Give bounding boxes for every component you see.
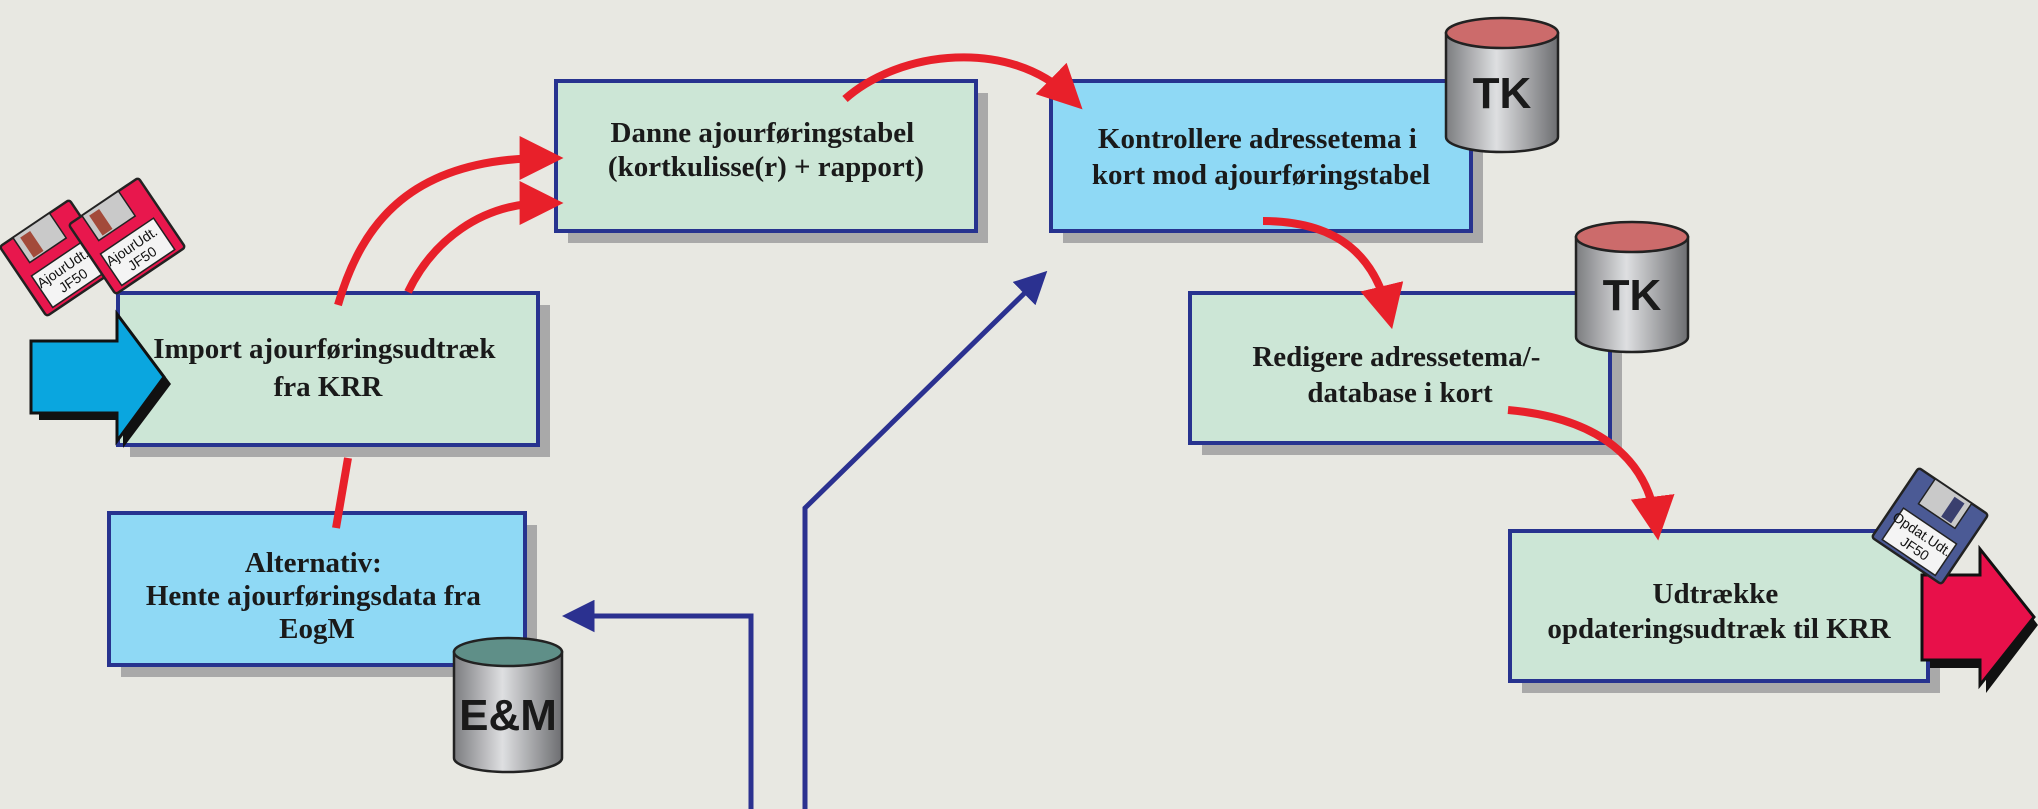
arrow-danne-to-kontrollere bbox=[842, 53, 1083, 110]
arrow-import-to-danne-2 bbox=[404, 181, 564, 294]
process-box-udtraekke: Udtrække opdateringsudtræk til KRR bbox=[1508, 529, 1940, 693]
arrow-kontrollere-to-redigere bbox=[1262, 217, 1404, 330]
floppy-disk-ajour-front: AjourUdt. JF50 bbox=[68, 177, 186, 295]
navy-line-to-alternativ bbox=[562, 599, 754, 809]
database-cylinder-icon: TK bbox=[1473, 69, 1532, 118]
process-box-alternativ: Alternativ: Hente ajourføringsdata fra E… bbox=[107, 511, 537, 677]
process-box-kontrollere: Kontrollere adressetema i kort mod ajour… bbox=[1049, 79, 1483, 243]
red-flow-arrows bbox=[332, 53, 1675, 541]
arrow-import-to-danne-1 bbox=[334, 136, 564, 307]
input-arrow-icon bbox=[29, 309, 171, 448]
arrow-redigere-to-udtraekke bbox=[1507, 406, 1675, 541]
database-cylinder-icon: E&M bbox=[459, 691, 557, 740]
process-box-alternativ-label: Alternativ: Hente ajourføringsdata fra E… bbox=[146, 547, 488, 645]
link-import-alternativ bbox=[332, 457, 352, 529]
database-tk-mid: TK bbox=[1574, 220, 1690, 354]
navy-flow-lines bbox=[562, 270, 1048, 809]
process-box-kontrollere-label: Kontrollere adressetema i kort mod ajour… bbox=[1092, 123, 1430, 191]
process-box-import-label: Import ajourføringsudtræk fra KRR bbox=[153, 333, 503, 403]
navy-line-up-to-kontrollere bbox=[802, 270, 1048, 809]
database-em: E&M bbox=[452, 636, 564, 774]
process-box-redigere-label: Redigere adressetema/- database i kort bbox=[1252, 341, 1547, 409]
process-box-udtraekke-label: Udtrække opdateringsudtræk til KRR bbox=[1547, 578, 1891, 645]
database-tk-top: TK bbox=[1444, 16, 1560, 154]
floppy-disk-opdat: Opdat.Udt. JF50 bbox=[1871, 467, 1989, 585]
process-box-redigere: Redigere adressetema/- database i kort bbox=[1188, 291, 1622, 455]
process-box-import: Import ajourføringsudtræk fra KRR bbox=[116, 291, 550, 457]
database-cylinder-icon: TK bbox=[1603, 271, 1662, 320]
output-arrow-icon bbox=[1920, 544, 2038, 693]
process-box-danne-label: Danne ajourføringstabel (kortkulisse(r) … bbox=[608, 117, 924, 183]
process-box-danne: Danne ajourføringstabel (kortkulisse(r) … bbox=[554, 79, 988, 243]
